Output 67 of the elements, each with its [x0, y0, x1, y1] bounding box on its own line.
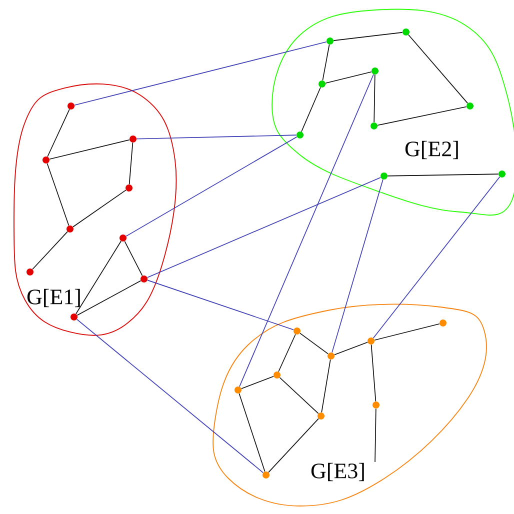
vertex-dot — [126, 184, 132, 192]
edge-line — [76, 280, 142, 316]
connecting-line — [372, 176, 500, 338]
vertex-dot — [498, 170, 506, 178]
vertex-dot — [294, 328, 300, 334]
edge-line — [76, 240, 122, 314]
connecting-line — [76, 318, 264, 474]
vertex-dot — [372, 402, 380, 408]
vertex-dot — [380, 172, 388, 180]
connecting-line — [147, 280, 294, 330]
edge-line — [268, 418, 319, 473]
cluster-outline: G[E3] — [212, 304, 487, 506]
edge-line — [321, 359, 331, 413]
edge-line — [377, 106, 467, 126]
vertex-dot — [120, 234, 126, 242]
edge-line — [238, 393, 266, 472]
connecting-line — [126, 136, 298, 237]
edge-line — [334, 342, 368, 356]
cluster-outline: G[E1] — [14, 83, 177, 336]
edge-line — [333, 32, 403, 41]
vertex-dot — [440, 320, 446, 326]
edge-line — [47, 108, 70, 158]
vertex-dot — [130, 136, 136, 142]
edge-line — [301, 87, 321, 132]
edge-line — [370, 344, 376, 402]
edge-line — [49, 139, 130, 160]
connecting-line — [74, 42, 327, 106]
vertex-dot — [70, 314, 78, 320]
edge-line — [374, 324, 440, 340]
vertex-dot — [326, 38, 334, 44]
edge-line — [124, 240, 143, 276]
vertex-dot — [318, 80, 326, 88]
connecting-line — [239, 74, 374, 387]
edge-line — [128, 142, 134, 185]
vertex-dot — [66, 226, 74, 232]
vertex-dot — [466, 102, 474, 110]
edge-line — [46, 163, 70, 226]
vertex-dot — [328, 352, 334, 360]
vertex-dot — [402, 28, 410, 36]
vertex-dot — [262, 472, 270, 478]
vertex-dot — [318, 412, 324, 420]
edge-line — [278, 334, 296, 372]
vertex-dot — [68, 102, 74, 110]
connecting-line — [332, 179, 384, 353]
vertex-dot — [368, 338, 374, 344]
edge-line — [374, 408, 376, 462]
edge-line — [241, 376, 274, 390]
vertex-dot — [234, 386, 242, 394]
edge-line — [279, 377, 319, 414]
edge-line — [72, 190, 126, 228]
vertex-dot — [140, 276, 148, 282]
edge-line — [32, 231, 68, 270]
edge-line — [408, 34, 468, 104]
edge-line — [387, 174, 499, 176]
vertex-dot — [26, 268, 34, 276]
edge-line — [322, 44, 330, 81]
cluster-outline: G[E2] — [272, 8, 514, 216]
connecting-line — [147, 177, 381, 278]
connecting-line — [136, 134, 297, 140]
vertex-dot — [42, 156, 50, 164]
edge-line — [300, 332, 328, 354]
vertex-dot — [370, 122, 378, 130]
vertex-dot — [274, 372, 280, 378]
edge-line — [325, 71, 372, 84]
edge-line — [374, 74, 376, 123]
vertex-dot — [372, 68, 378, 74]
vertex-dot — [296, 132, 304, 138]
